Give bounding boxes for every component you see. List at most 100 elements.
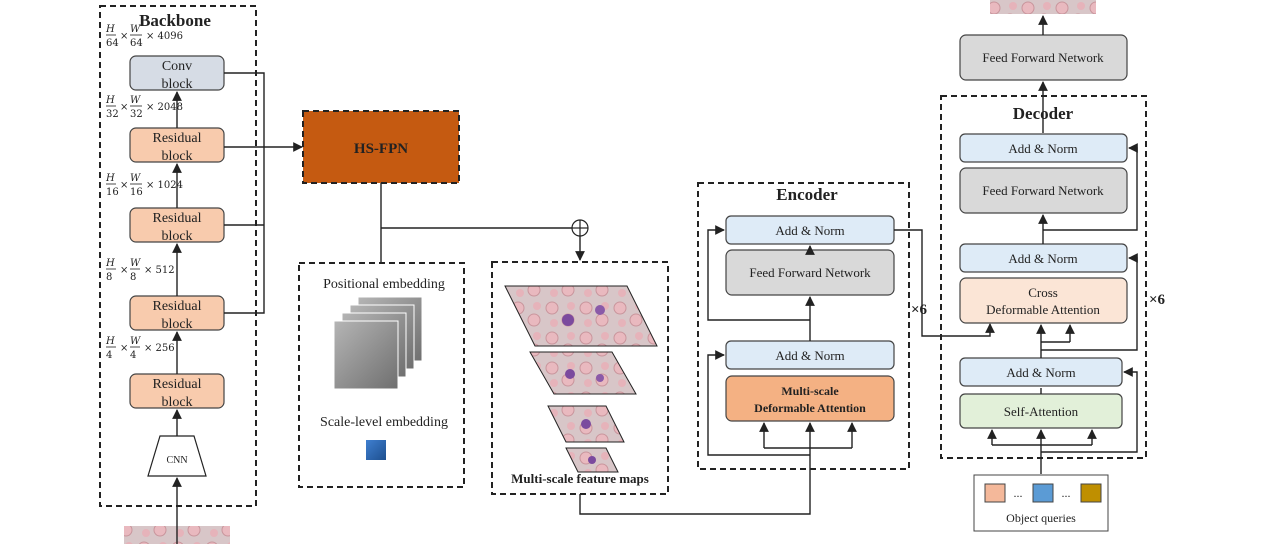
hs-fpn-label: HS-FPN [354,141,408,157]
svg-text:Residual: Residual [153,299,202,314]
svg-text:×: × [120,31,128,42]
svg-text:block: block [161,317,192,332]
dim-label-1: H 64 × W 64 × 4096 [105,24,183,49]
encoder-add-norm-bottom: Add & Norm [725,340,895,370]
svg-text:H: H [105,95,115,106]
feature-map-4 [565,447,619,473]
svg-text:CNN: CNN [166,455,187,466]
feature-map-1 [504,285,658,347]
svg-text:× 4096: × 4096 [146,31,183,42]
svg-text:4: 4 [130,350,136,361]
scale-level-embedding-label: Scale-level embedding [320,415,448,430]
feature-map-2 [529,351,637,395]
svg-text:8: 8 [130,272,136,283]
dim-label-5: H 4 × W 4 × 256 [105,336,175,361]
svg-text:Cross: Cross [1028,285,1058,300]
svg-text:Feed Forward Network: Feed Forward Network [749,265,871,280]
residual-block-4: Residual block [129,127,225,164]
encoder-repeat: ×6 [911,302,928,318]
decoder-ffn: Feed Forward Network [959,167,1128,214]
svg-text:Add & Norm: Add & Norm [1008,251,1077,266]
svg-text:64: 64 [106,38,119,49]
svg-text:Deformable Attention: Deformable Attention [986,302,1100,317]
encoder-add-norm-top: Add & Norm [725,215,895,245]
svg-text:Residual: Residual [153,377,202,392]
feature-maps-label: Multi-scale feature maps [511,471,649,486]
svg-text:× 1024: × 1024 [146,180,183,191]
backbone-title: Backbone [139,11,211,30]
svg-text:Add & Norm: Add & Norm [775,348,844,363]
query-box-1 [984,483,1006,503]
svg-text:64: 64 [130,38,143,49]
residual-block-1: Residual block [129,373,225,410]
svg-text:H: H [105,258,115,269]
svg-text:Residual: Residual [153,211,202,226]
svg-text:Add & Norm: Add & Norm [775,223,844,238]
svg-text:W: W [130,336,141,347]
svg-text:Feed Forward Network: Feed Forward Network [982,183,1104,198]
svg-text:×: × [120,343,128,354]
svg-text:W: W [130,95,141,106]
svg-text:Feed Forward Network: Feed Forward Network [982,50,1104,65]
svg-text:W: W [130,258,141,269]
svg-text:W: W [130,24,141,35]
dim-label-2: H 32 × W 32 × 2048 [105,95,183,120]
output-image [990,0,1096,14]
encoder-ffn: Feed Forward Network [725,249,895,296]
scale-level-embedding-square [366,440,386,460]
decoder-cross-attention: Cross Deformable Attention [959,277,1128,324]
svg-text:block: block [161,229,192,244]
positional-embedding-stack [333,296,423,390]
svg-text:W: W [130,173,141,184]
decoder-container [940,95,1147,459]
decoder-repeat: ×6 [1149,292,1166,308]
svg-text:8: 8 [106,272,112,283]
dim-label-4: H 8 × W 8 × 512 [105,258,175,283]
svg-text:×: × [120,265,128,276]
svg-text:Add & Norm: Add & Norm [1008,141,1077,156]
svg-text:H: H [105,24,115,35]
svg-text:H: H [105,336,115,347]
svg-text:Multi-scale: Multi-scale [781,384,839,398]
decoder-add-norm-2: Add & Norm [959,243,1128,273]
svg-text:× 2048: × 2048 [146,102,183,113]
residual-block-2: Residual block [129,295,225,332]
decoder-title: Decoder [1013,104,1074,123]
dim-label-3: H 16 × W 16 × 1024 [105,173,183,198]
feature-map-3 [547,405,625,443]
query-dots-2: ... [1062,486,1071,500]
decoder-self-attention: Self-Attention [959,393,1123,429]
encoder-title: Encoder [776,185,838,204]
decoder-add-norm-1: Add & Norm [959,133,1128,163]
backbone-container [99,5,257,507]
svg-text:block: block [161,395,192,410]
svg-text:×: × [120,102,128,113]
svg-text:block: block [161,149,192,164]
cnn-block: CNN [147,435,207,477]
svg-text:H: H [105,173,115,184]
positional-embedding-label: Positional embedding [323,277,445,292]
query-box-2 [1032,483,1054,503]
embedding-container [298,262,465,488]
svg-text:× 256: × 256 [144,343,175,354]
query-box-3 [1080,483,1102,503]
svg-text:4: 4 [106,350,112,361]
svg-text:Self-Attention: Self-Attention [1004,404,1079,419]
svg-text:×: × [120,180,128,191]
encoder-msda: Multi-scale Deformable Attention [725,375,895,422]
decoder-add-norm-3: Add & Norm [959,357,1123,387]
residual-block-3: Residual block [129,207,225,244]
query-dots-1: ... [1014,486,1023,500]
svg-text:16: 16 [130,187,143,198]
svg-text:× 512: × 512 [144,265,175,276]
svg-text:Residual: Residual [153,131,202,146]
conv-block: Conv block [129,55,225,92]
conv-block-label-2: block [161,77,192,92]
svg-text:16: 16 [106,187,119,198]
object-queries-label: Object queries [1006,511,1076,525]
svg-text:32: 32 [106,109,119,120]
conv-block-label-1: Conv [162,59,192,74]
svg-text:32: 32 [130,109,143,120]
add-node [571,219,589,237]
